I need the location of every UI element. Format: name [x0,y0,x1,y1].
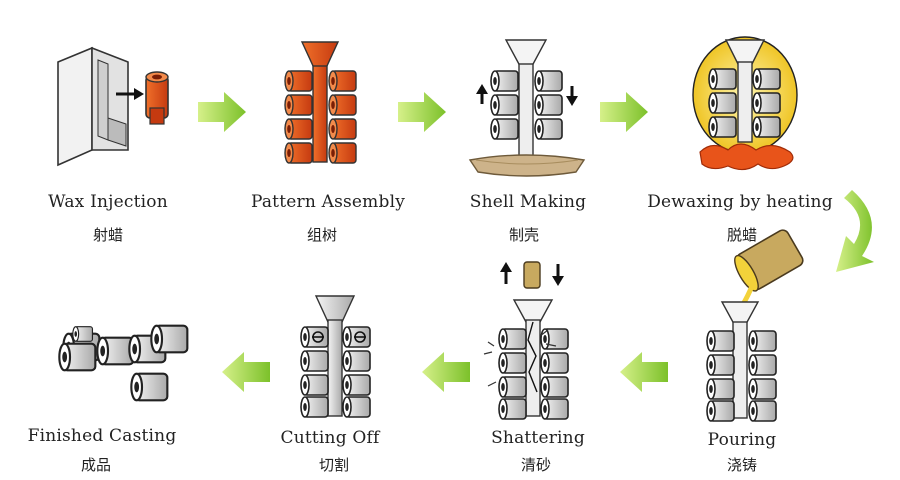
step-label-zh-pouring: 浇铸 [726,456,758,474]
cutting-off-icon [300,295,371,418]
step-label-wax-injection: Wax Injection [48,192,168,212]
shattering-icon [483,261,569,420]
arrow-curve-4 [836,190,874,272]
step-label-shell-making: Shell Making [469,192,587,212]
arrow-3 [600,92,648,132]
step-label-zh-shell-making: 制壳 [508,226,540,244]
step-label-zh-wax-injection: 射蜡 [92,226,124,244]
arrow-2 [398,92,446,132]
arrow-1 [198,92,246,132]
arrow-7 [222,352,270,392]
finished-casting-icon [58,324,189,402]
step-label-finished-casting: Finished Casting [27,426,177,446]
pattern-assembly-icon [284,41,357,164]
step-label-dewaxing: Dewaxing by heating [647,192,833,212]
dewaxing-icon [692,36,798,171]
step-label-shattering: Shattering [491,428,585,448]
step-label-zh-dewaxing: 脱蜡 [726,226,758,244]
step-label-cutting-off: Cutting Off [280,428,380,448]
arrow-6 [422,352,470,392]
step-label-zh-finished-casting: 成品 [80,456,112,474]
shell-making-icon [468,39,586,177]
step-label-zh-shattering: 清砂 [520,456,552,474]
arrow-5 [620,352,668,392]
step-label-zh-cutting-off: 切割 [318,456,350,474]
pouring-icon [706,229,804,422]
wax-injection-icon [57,46,169,167]
step-label-pouring: Pouring [707,430,777,450]
step-label-zh-pattern-assembly: 组树 [306,226,338,244]
step-label-pattern-assembly: Pattern Assembly [250,192,406,212]
